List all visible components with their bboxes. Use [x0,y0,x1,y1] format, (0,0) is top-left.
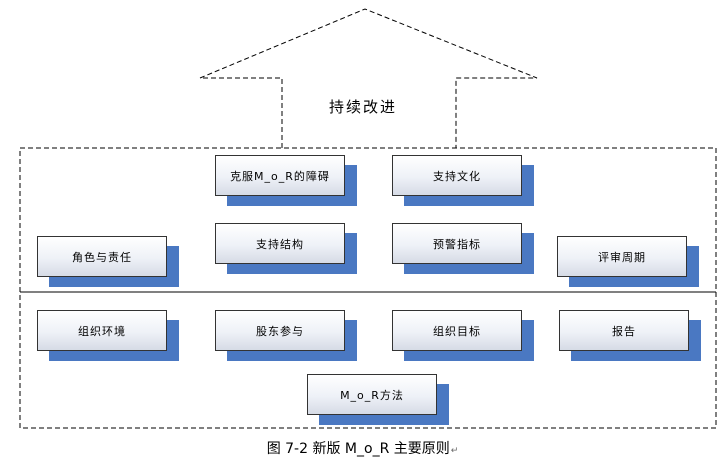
roof-outline [199,8,538,148]
return-mark: ↵ [450,446,459,456]
box-reporting: 报告 [559,310,701,361]
caption-text: 图 7-2 新版 M_o_R 主要原则 [266,441,450,457]
box-roles-responsibilities: 角色与责任 [37,236,179,287]
box-label: M_o_R方法 [307,374,437,415]
box-label: 克服M_o_R的障碍 [215,155,345,196]
box-org-objectives: 组织目标 [392,310,534,361]
box-label: 报告 [559,310,689,351]
box-support-structure: 支持结构 [215,223,357,274]
box-mor-approach: M_o_R方法 [307,374,449,425]
box-review-cycle: 评审周期 [557,236,699,287]
principles-container [19,147,717,429]
box-label: 股东参与 [215,310,345,351]
box-label: 组织环境 [37,310,167,351]
box-label: 预警指标 [392,223,522,264]
box-org-context: 组织环境 [37,310,179,361]
box-label: 支持文化 [392,155,522,196]
box-label: 角色与责任 [37,236,167,277]
roof-label: 持续改进 [329,98,398,116]
figure-caption: 图 7-2 新版 M_o_R 主要原则↵ [0,438,725,458]
box-early-warning: 预警指标 [392,223,534,274]
box-label: 评审周期 [557,236,687,277]
box-overcome-barriers: 克服M_o_R的障碍 [215,155,357,206]
box-stakeholder-engagement: 股东参与 [215,310,357,361]
box-label: 组织目标 [392,310,522,351]
box-label: 支持结构 [215,223,345,264]
box-supportive-culture: 支持文化 [392,155,534,206]
